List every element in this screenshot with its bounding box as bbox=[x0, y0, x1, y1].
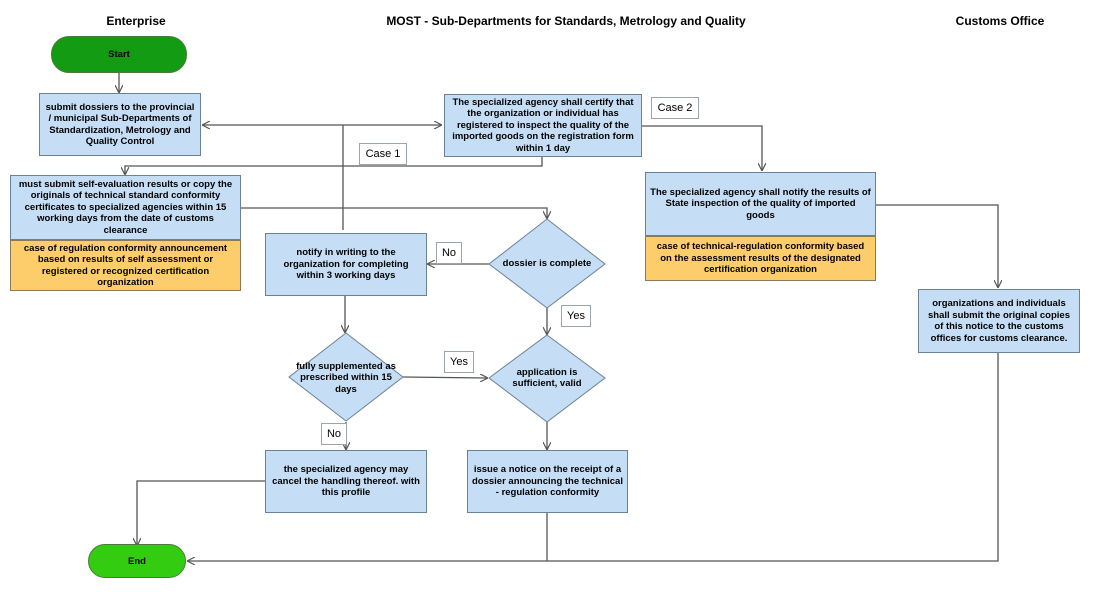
yes-label-supplement: Yes bbox=[444, 351, 474, 373]
notify-results-box[interactable]: The specialized agency shall notify the … bbox=[645, 172, 876, 236]
yes-label-dossier: Yes bbox=[561, 305, 591, 327]
arrow-cancel-to-end bbox=[137, 480, 265, 545]
regulation-conformity-note: case of regulation conformity announceme… bbox=[10, 240, 241, 291]
no-label-supplement: No bbox=[321, 423, 347, 445]
certify-box[interactable]: The specialized agency shall certify tha… bbox=[444, 94, 642, 157]
arrow-supplement-yes bbox=[402, 377, 487, 378]
arrow-certify-to-selfeval bbox=[125, 157, 543, 174]
lane-title-enterprise: Enterprise bbox=[106, 14, 166, 28]
diamond-fully-supplemented bbox=[288, 332, 404, 422]
case2-label: Case 2 bbox=[651, 97, 699, 119]
application-sufficient-text[interactable]: application is sufficient, valid bbox=[512, 366, 582, 390]
arrow-submit-to-end bbox=[188, 353, 999, 561]
notify-writing-box[interactable]: notify in writing to the organization fo… bbox=[265, 233, 427, 296]
self-evaluation-box[interactable]: must submit self-evaluation results or c… bbox=[10, 175, 241, 240]
diamond-dossier-complete bbox=[488, 218, 606, 309]
arrow-certify-to-results bbox=[642, 125, 762, 170]
issue-notice-box[interactable]: issue a notice on the receipt of a dossi… bbox=[467, 450, 628, 513]
arrow-results-to-submit bbox=[876, 204, 998, 287]
fully-supplemented-text[interactable]: fully supplemented as prescribed within … bbox=[296, 360, 396, 395]
arrow-selfeval-to-dossier bbox=[241, 207, 547, 218]
cancel-handling-box[interactable]: the specialized agency may cancel the ha… bbox=[265, 450, 427, 513]
no-label-dossier: No bbox=[436, 242, 462, 264]
diamond-application-sufficient bbox=[488, 334, 606, 423]
submit-original-box[interactable]: organizations and individuals shall subm… bbox=[918, 289, 1080, 353]
case1-label: Case 1 bbox=[359, 143, 407, 165]
start-terminal[interactable]: Start bbox=[51, 36, 187, 73]
submit-dossiers-box[interactable]: submit dossiers to the provincial / muni… bbox=[39, 93, 201, 156]
dossier-complete-text[interactable]: dossier is complete bbox=[502, 258, 592, 270]
lane-title-most: MOST - Sub-Departments for Standards, Me… bbox=[386, 14, 746, 28]
lane-title-customs: Customs Office bbox=[955, 14, 1045, 28]
end-terminal[interactable]: End bbox=[88, 544, 186, 578]
technical-regulation-note: case of technical-regulation conformity … bbox=[645, 236, 876, 281]
